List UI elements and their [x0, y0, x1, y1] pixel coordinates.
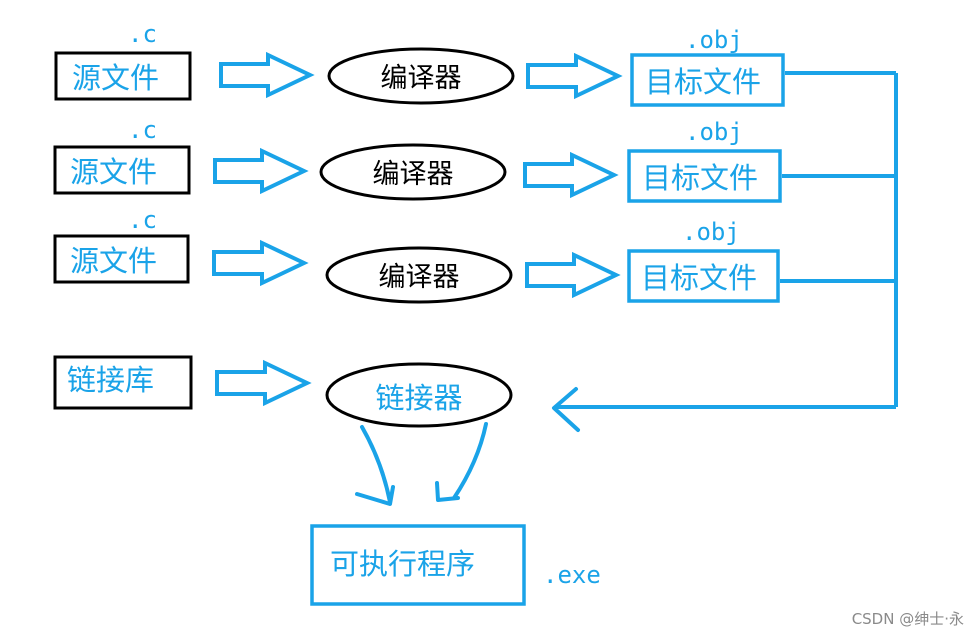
arrows-linker-to-executable	[355, 422, 488, 506]
object-file-label-2: 目标文件	[642, 161, 758, 195]
object-file-label-1: 目标文件	[645, 65, 761, 99]
compiler-ellipse-1	[327, 47, 515, 105]
library-label: 链接库	[67, 363, 154, 397]
compiler-label-3: 编译器	[379, 262, 460, 293]
compiler-label-1: 编译器	[381, 63, 462, 94]
arrow-compiler-to-object-2	[523, 151, 619, 199]
object-ext-label-1: .obj	[685, 26, 743, 54]
arrow-head-to-linker	[552, 387, 580, 432]
library-box	[53, 355, 193, 410]
object-collector-lines	[556, 71, 898, 409]
object-file-box-1	[630, 53, 785, 107]
watermark-text: CSDN @绅士·永	[852, 610, 964, 628]
source-file-box-2	[53, 145, 191, 195]
compiler-ellipse-3	[325, 246, 513, 304]
source-file-label-3: 源文件	[70, 244, 157, 278]
arrow-compiler-to-object-3	[525, 251, 621, 299]
object-file-label-3: 目标文件	[641, 261, 757, 295]
source-file-box-1	[54, 51, 192, 101]
source-ext-label-3: .c	[128, 206, 157, 234]
source-file-box-3	[53, 234, 190, 284]
object-ext-label-2: .obj	[685, 118, 743, 146]
arrow-source-to-compiler-1	[219, 51, 315, 99]
source-file-label-2: 源文件	[70, 155, 157, 189]
linker-label: 链接器	[375, 381, 462, 415]
arrow-source-to-compiler-2	[213, 147, 309, 195]
linker-ellipse	[325, 362, 513, 428]
object-ext-label-3: .obj	[682, 218, 740, 246]
executable-box	[310, 524, 526, 606]
executable-label: 可执行程序	[330, 547, 475, 581]
source-file-label-1: 源文件	[72, 61, 159, 95]
arrow-library-to-linker	[215, 359, 312, 407]
object-file-box-2	[627, 149, 782, 203]
source-ext-label-2: .c	[128, 116, 157, 144]
compiler-label-2: 编译器	[373, 159, 454, 190]
arrow-source-to-compiler-3	[212, 239, 309, 287]
compiler-ellipse-2	[319, 143, 507, 201]
object-file-box-3	[627, 249, 780, 303]
arrow-compiler-to-object-1	[526, 52, 623, 100]
exe-ext-label: .exe	[543, 561, 601, 589]
source-ext-label-1: .c	[128, 20, 157, 48]
